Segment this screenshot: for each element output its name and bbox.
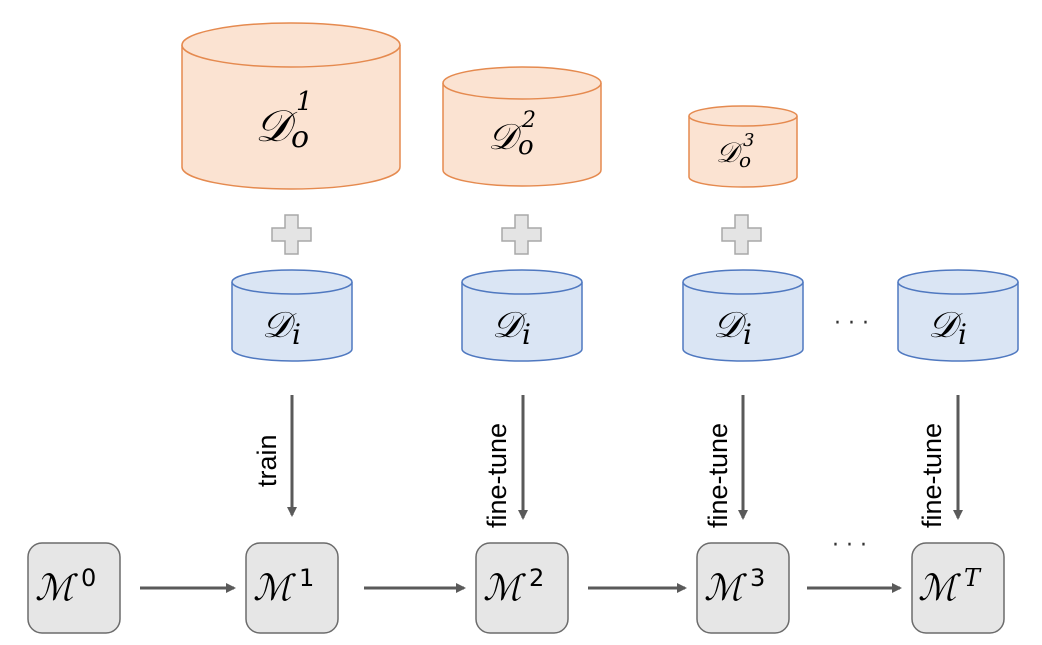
old-dataset-3-sup: 3: [743, 130, 754, 151]
incremental-dataset-3-sub: i: [743, 318, 752, 351]
model-1-label: ℳ: [253, 568, 296, 609]
fine-tune-label-3: fine-tune: [703, 423, 733, 528]
old-dataset-3-sub: o: [739, 148, 751, 172]
old-dataset-1: 𝒟 o 1: [181, 22, 401, 190]
old-dataset-1-sup: 1: [296, 87, 313, 117]
model-3: ℳ 3: [696, 542, 790, 634]
old-dataset-2-sup: 2: [521, 108, 536, 133]
train-label: train: [252, 434, 282, 487]
model-2: ℳ 2: [475, 542, 569, 634]
model-0-sup: 0: [81, 564, 96, 592]
plus-icon-3: [721, 214, 762, 255]
old-dataset-2-sub: o: [518, 131, 534, 161]
incremental-dataset-2: 𝒟 i: [461, 269, 583, 362]
incremental-dataset-4-sub: i: [958, 318, 967, 351]
model-2-sup: 2: [529, 564, 544, 592]
model-T-label: ℳ: [918, 568, 961, 609]
model-ellipsis: · · ·: [832, 533, 867, 558]
model-3-sup: 3: [750, 564, 765, 592]
old-dataset-1-sub: o: [291, 120, 309, 155]
old-dataset-2: 𝒟 o 2: [442, 66, 602, 187]
incremental-dataset-2-sub: i: [522, 318, 531, 351]
model-2-label: ℳ: [483, 568, 526, 609]
model-1: ℳ 1: [245, 542, 339, 634]
old-dataset-3: 𝒟 o 3: [688, 105, 798, 188]
dataset-ellipsis: · · ·: [834, 311, 869, 336]
model-T: ℳ T: [911, 542, 1005, 634]
incremental-dataset-1: 𝒟 i: [231, 269, 353, 362]
fine-tune-label-2: fine-tune: [482, 423, 512, 528]
model-0-label: ℳ: [35, 568, 78, 609]
model-1-sup: 1: [299, 564, 314, 592]
incremental-dataset-1-sub: i: [292, 318, 301, 351]
fine-tune-label-4: fine-tune: [917, 423, 947, 528]
model-0: ℳ 0: [27, 542, 121, 634]
model-3-label: ℳ: [704, 568, 747, 609]
plus-icon-1: [271, 214, 312, 255]
incremental-dataset-4: 𝒟 i: [897, 269, 1019, 362]
model-T-sup: T: [964, 564, 982, 592]
plus-icon-2: [501, 214, 542, 255]
incremental-dataset-3: 𝒟 i: [682, 269, 804, 362]
